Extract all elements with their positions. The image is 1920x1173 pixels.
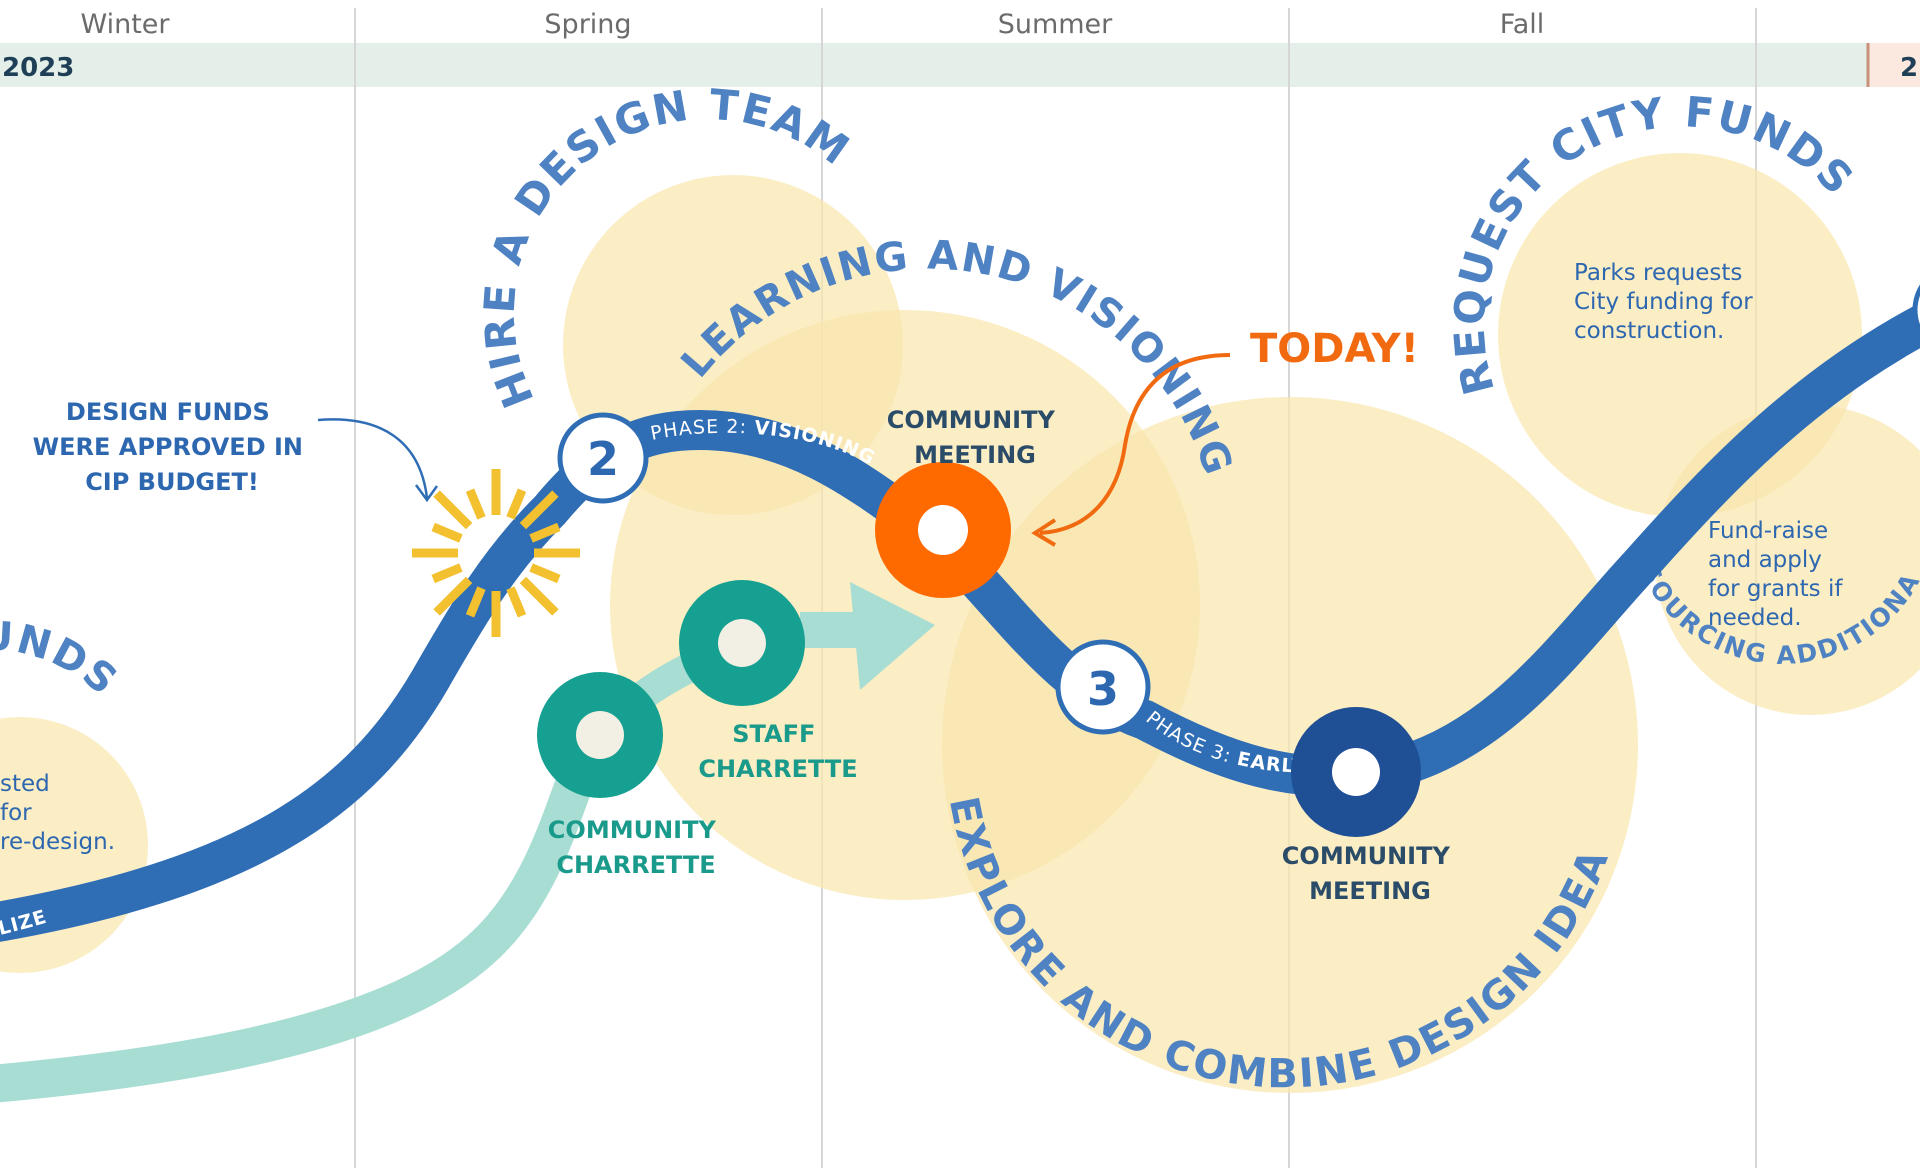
arc-title-left-funds: UNDS [0,613,127,705]
season-label-winter: Winter [80,9,170,40]
header-band-next [1868,43,1920,87]
sun-ray [519,576,559,616]
today-label: TODAY! [1250,326,1419,372]
sun-ray [433,490,473,530]
community-charrette-label: COMMUNITY CHARRETTE [548,816,724,879]
staff-charrette-label: STAFF CHARRETTE [698,720,857,783]
sun-ray [506,488,527,520]
today-arrowhead [1031,518,1057,547]
circle-explore-design [942,397,1638,1093]
parks-requests-note: Parks requests City funding for construc… [1574,260,1760,344]
staff-charrette-hole [718,619,766,667]
left-funds-note: sted for re-design. [0,771,115,855]
today-marker-hole [918,505,968,555]
sun-ray [519,490,559,530]
phase2-milestone [557,412,649,504]
community-meeting-2-label: COMMUNITY MEETING [1282,842,1458,905]
year-label-next: 2 [1900,53,1918,83]
community-charrette-hole [576,711,624,759]
teal-arrow-head [850,582,935,690]
sun-ray [431,522,463,543]
sun-ray [529,522,561,543]
header-band [0,43,1868,87]
season-label-spring: Spring [544,9,631,40]
sun-ray [431,563,463,584]
today-arrow [1039,353,1231,535]
community-path [0,716,619,1103]
community-meeting-1-label: COMMUNITY MEETING [887,406,1063,469]
phase2-number: 2 [587,432,619,486]
phase4-milestone-partial [1912,284,1920,336]
sun-burst-icon [412,469,580,637]
design-funds-callout: DESIGN FUNDS WERE APPROVED IN CIP BUDGET… [33,398,312,496]
sun-ray [465,488,486,520]
sun-ray [433,576,473,616]
sun-ray [529,563,561,584]
design-funds-arrowhead [414,484,439,503]
year-label-current: 2023 [2,53,74,83]
phase-circles [0,153,1920,1093]
season-label-fall: Fall [1500,9,1545,40]
community-meeting-2-hole [1332,748,1380,796]
phase3-number: 3 [1087,662,1119,716]
design-funds-arrow [317,418,429,499]
fund-raise-note: Fund-raise and apply for grants if neede… [1708,518,1850,631]
sun-ray [465,586,486,618]
season-label-summer: Summer [998,9,1113,40]
phase3-milestone [1055,639,1151,735]
sun-ray [506,586,527,618]
